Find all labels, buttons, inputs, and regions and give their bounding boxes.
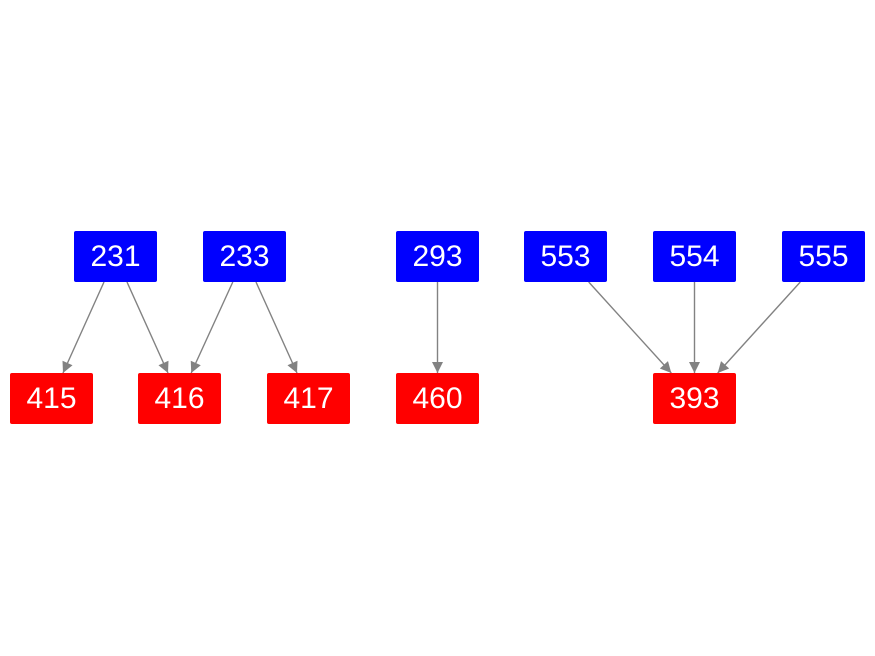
graph-edge-553-393 bbox=[588, 281, 672, 374]
graph-node-555: 555 bbox=[782, 231, 865, 282]
graph-node-554: 554 bbox=[653, 231, 736, 282]
graph-node-231: 231 bbox=[74, 231, 157, 282]
graph-node-233: 233 bbox=[203, 231, 286, 282]
graph-node-415: 415 bbox=[10, 373, 93, 424]
graph-node-417: 417 bbox=[267, 373, 350, 424]
graph-edge-231-416 bbox=[126, 281, 169, 374]
graph-node-553: 553 bbox=[524, 231, 607, 282]
graph-node-416: 416 bbox=[138, 373, 221, 424]
graph-node-393: 393 bbox=[653, 373, 736, 424]
graph-edge-231-415 bbox=[62, 281, 105, 374]
graph-node-293: 293 bbox=[396, 231, 479, 282]
graph-edge-555-393 bbox=[717, 281, 801, 374]
graph-edge-233-416 bbox=[190, 281, 234, 374]
graph-edge-233-417 bbox=[255, 281, 298, 374]
graph-node-460: 460 bbox=[396, 373, 479, 424]
